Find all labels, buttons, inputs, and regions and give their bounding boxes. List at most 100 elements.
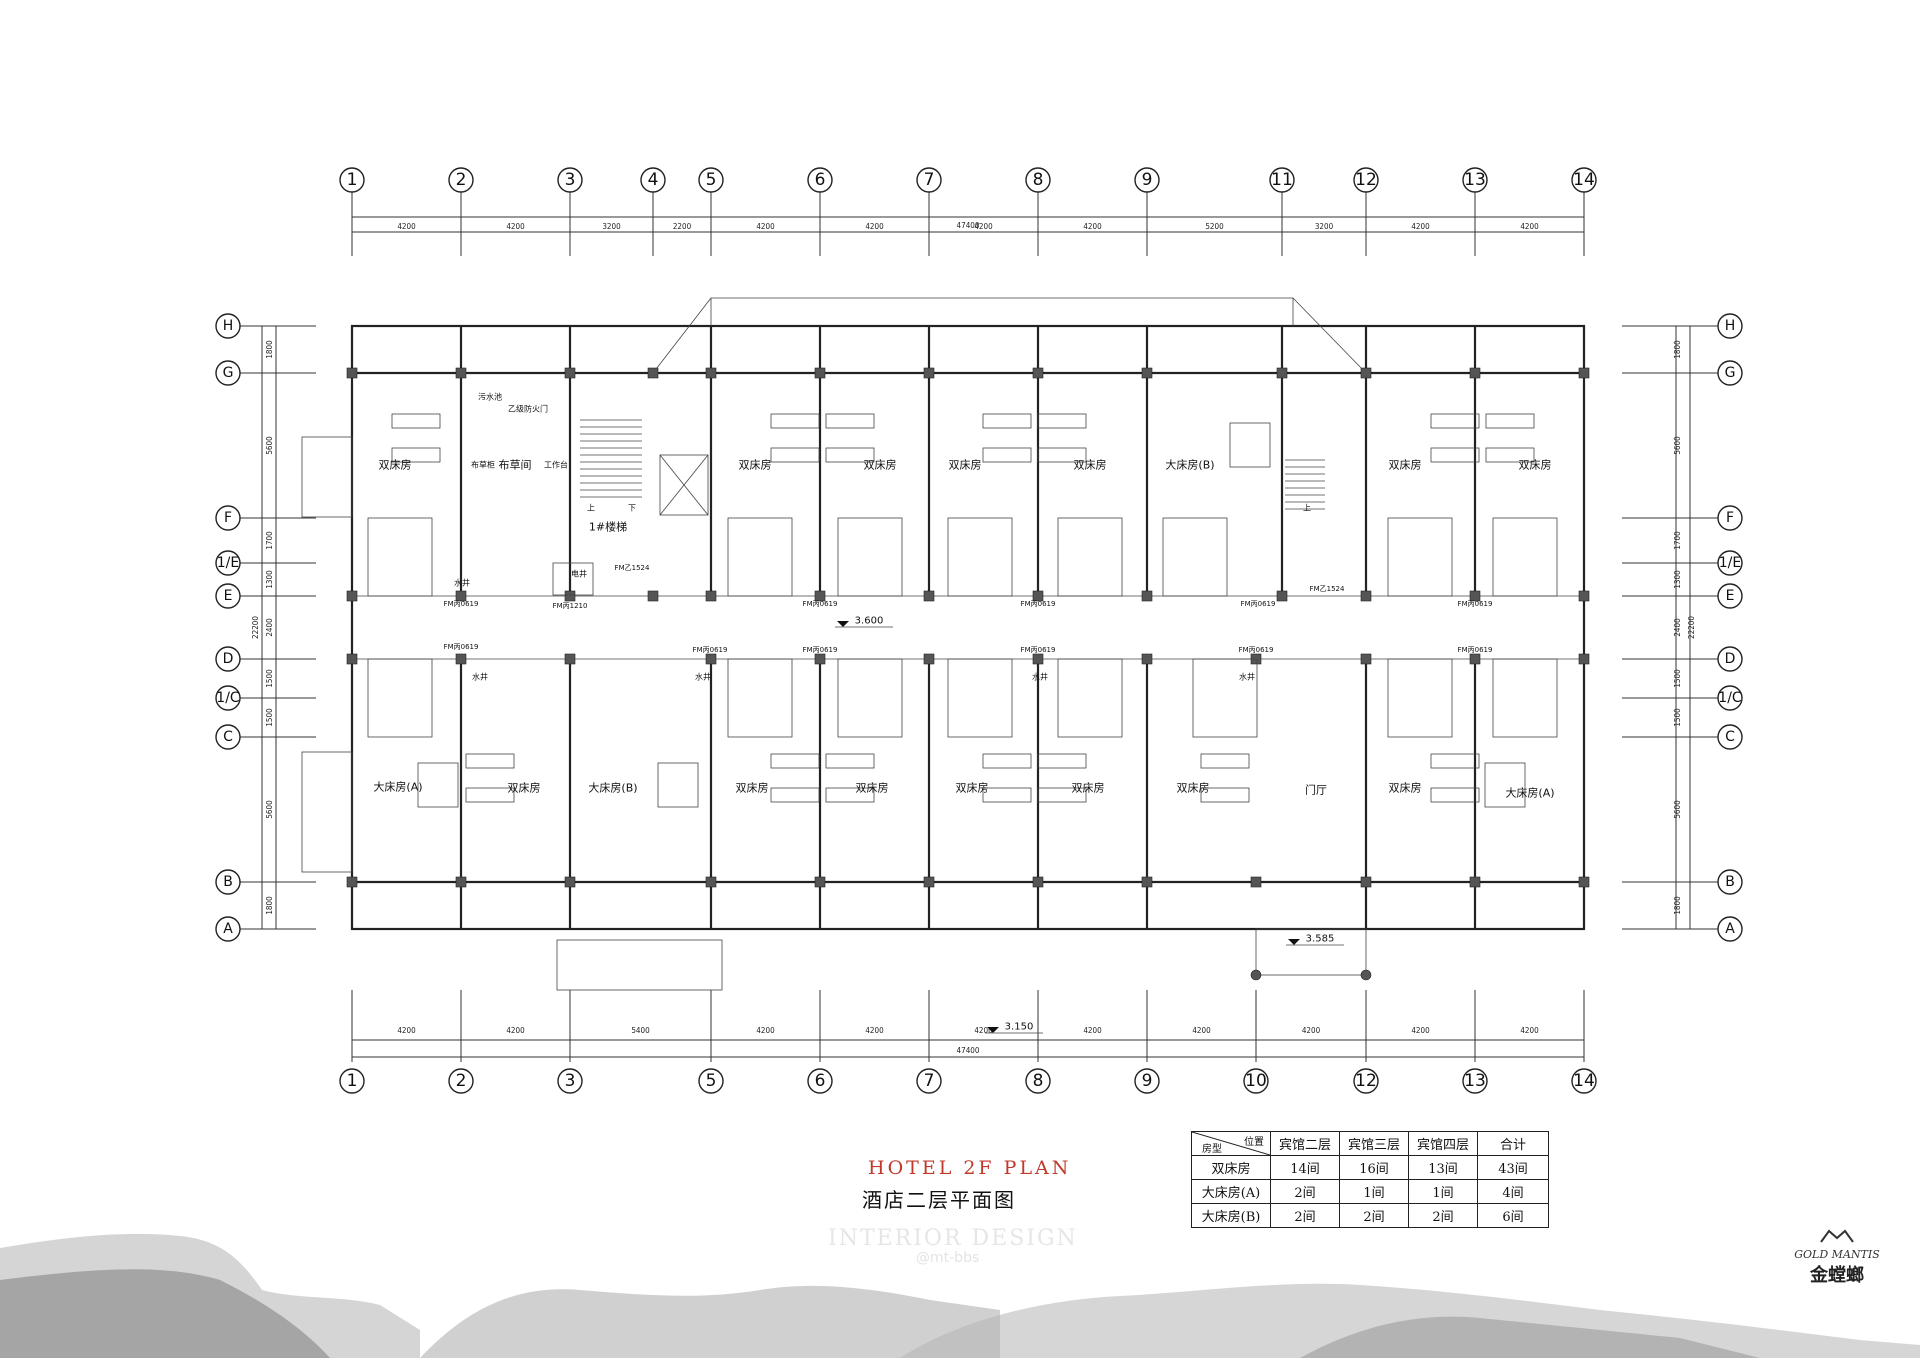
dim-text-top: 3200 (1315, 222, 1334, 231)
bed (825, 753, 875, 769)
axis-label-right: C (1725, 729, 1735, 745)
axis-bubble (1571, 1068, 1597, 1094)
column (1360, 590, 1372, 602)
table-corner-cell: 位置 房型 (1191, 1131, 1271, 1156)
mantis-icon (1820, 1229, 1854, 1243)
table-row: 大床房(A) 2间 1间 1间 4间 (1191, 1179, 1549, 1204)
ink-mountain-landscape (0, 1233, 1920, 1358)
door-tag: FM丙0619 (803, 600, 838, 608)
column (705, 653, 717, 665)
elevator-x (659, 454, 709, 516)
axis-bubble (1134, 167, 1160, 193)
column (1360, 969, 1372, 981)
column (1276, 367, 1288, 379)
table-cell: 2间 (1270, 1203, 1340, 1228)
axis-label-left: A (223, 921, 233, 937)
column (1141, 590, 1153, 602)
table-cell: 13间 (1408, 1155, 1478, 1180)
column (1032, 876, 1044, 888)
axis-label-top: 12 (1355, 170, 1377, 190)
door-tag: FM乙1524 (615, 564, 650, 572)
axis-label-bottom: 10 (1245, 1071, 1267, 1091)
axis-label-right: A (1725, 921, 1735, 937)
small-label: 电井 (571, 569, 587, 579)
axis-label-top: 8 (1033, 170, 1044, 190)
column (1578, 876, 1590, 888)
bed (770, 787, 820, 803)
column (1469, 876, 1481, 888)
axis-bubble (916, 167, 942, 193)
bathroom-pod (837, 658, 903, 738)
column (814, 653, 826, 665)
column (1141, 367, 1153, 379)
bed (825, 787, 875, 803)
dim-text-bottom: 4200 (1520, 1026, 1539, 1035)
small-label: 水井 (1239, 672, 1255, 682)
small-label: 布草柜 (471, 460, 495, 470)
brand-english: GOLD MANTIS (1794, 1248, 1880, 1261)
door-tag: FM乙1524 (1310, 585, 1345, 593)
bathroom-pod (727, 517, 793, 597)
small-label: 下 (628, 504, 636, 513)
axis-label-right: F (1726, 510, 1734, 526)
axis-bubble (1717, 583, 1743, 609)
bed (982, 787, 1032, 803)
dim-text-side: 1500 (1673, 708, 1682, 727)
level-marker (987, 1027, 999, 1033)
small-label: 水井 (1032, 672, 1048, 682)
bathroom-pod (947, 517, 1013, 597)
corner-diagonal (1192, 1132, 1270, 1155)
dim-text-side: 1800 (1673, 340, 1682, 359)
dim-text-top: 2200 (673, 222, 692, 231)
bathroom-pod (367, 658, 433, 738)
axis-bubble (1269, 167, 1295, 193)
table-row: 双床房 14间 16间 13间 43间 (1191, 1155, 1549, 1180)
axis-bubble (807, 167, 833, 193)
axis-bubble (215, 313, 241, 339)
axis-bubble (1462, 167, 1488, 193)
bed (825, 447, 875, 463)
dim-text-top: 4200 (974, 222, 993, 231)
room-label: 双床房 (1074, 458, 1107, 472)
bathroom-pod (367, 517, 433, 597)
axis-bubble (1717, 869, 1743, 895)
axis-label-top: 4 (648, 170, 659, 190)
bed (1430, 447, 1480, 463)
axis-bubble (1462, 1068, 1488, 1094)
column (705, 367, 717, 379)
roof-slope (1292, 297, 1367, 374)
axis-label-right: G (1725, 365, 1736, 381)
axis-bubble (1025, 167, 1051, 193)
bed (465, 787, 515, 803)
mountain (0, 1269, 330, 1358)
axis-label-bottom: 13 (1464, 1071, 1486, 1091)
room-label: 双床房 (1389, 781, 1422, 795)
table-row: 大床房(B) 2间 2间 2间 6间 (1191, 1203, 1549, 1228)
door-tag: FM丙0619 (1458, 600, 1493, 608)
level-canopy: 3.150 (1005, 1022, 1034, 1033)
door-tag: FM丙0619 (444, 643, 479, 651)
axis-label-right: 1/C (1718, 690, 1742, 706)
level-marker (837, 621, 849, 627)
room-count-table: 位置 房型 宾馆二层 宾馆三层 宾馆四层 合计 双床房 14间 16间 13间 … (1191, 1131, 1549, 1228)
axis-bubble (215, 505, 241, 531)
axis-bubble (1717, 313, 1743, 339)
small-label: 工作台 (544, 460, 568, 470)
axis-label-bottom: 7 (924, 1071, 935, 1091)
door-tag: FM丙0619 (1458, 646, 1493, 654)
room-label: 双床房 (379, 458, 412, 472)
dim-total-bottom: 47400 (957, 1046, 980, 1055)
column (346, 653, 358, 665)
column (1578, 653, 1590, 665)
table-cell: 1间 (1408, 1179, 1478, 1204)
title-english: HOTEL 2F PLAN (868, 1157, 1072, 1179)
axis-bubble (215, 646, 241, 672)
bed (1430, 413, 1480, 429)
column (705, 590, 717, 602)
table-cell: 4间 (1477, 1179, 1549, 1204)
dim-text-side: 5600 (265, 436, 274, 455)
column (564, 590, 576, 602)
west-bay-north (301, 436, 353, 518)
axis-bubble (807, 1068, 833, 1094)
bathroom-pod (1192, 658, 1258, 738)
